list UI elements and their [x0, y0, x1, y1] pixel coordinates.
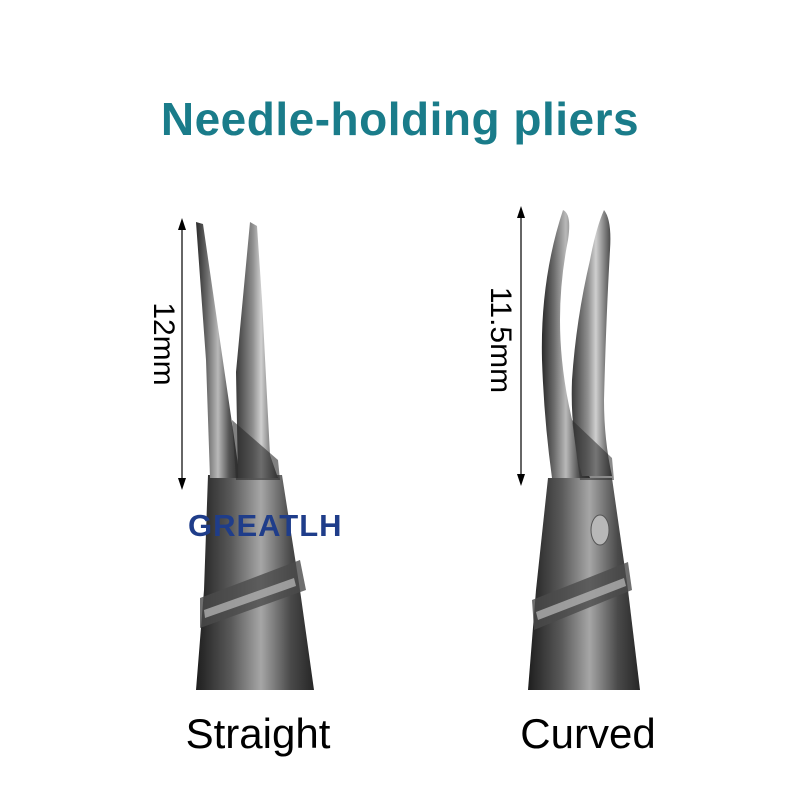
- curved-dimension-label: 11.5mm: [484, 286, 517, 394]
- straight-dimension-arrow: [178, 218, 186, 490]
- straight-pliers: [196, 222, 314, 690]
- curved-pliers: [528, 210, 640, 690]
- straight-dimension-label: 12mm: [147, 302, 180, 386]
- curved-dimension-arrow: [517, 206, 525, 486]
- straight-right-jaw: [236, 222, 278, 478]
- brand-watermark: GREATLH: [188, 508, 343, 543]
- straight-left-jaw: [196, 222, 240, 478]
- page-title: Needle-holding pliers: [160, 93, 640, 145]
- curved-caption: Curved: [520, 710, 656, 757]
- straight-caption: Straight: [185, 710, 331, 757]
- curved-right-jaw: [571, 210, 612, 476]
- curved-left-jaw: [541, 210, 590, 478]
